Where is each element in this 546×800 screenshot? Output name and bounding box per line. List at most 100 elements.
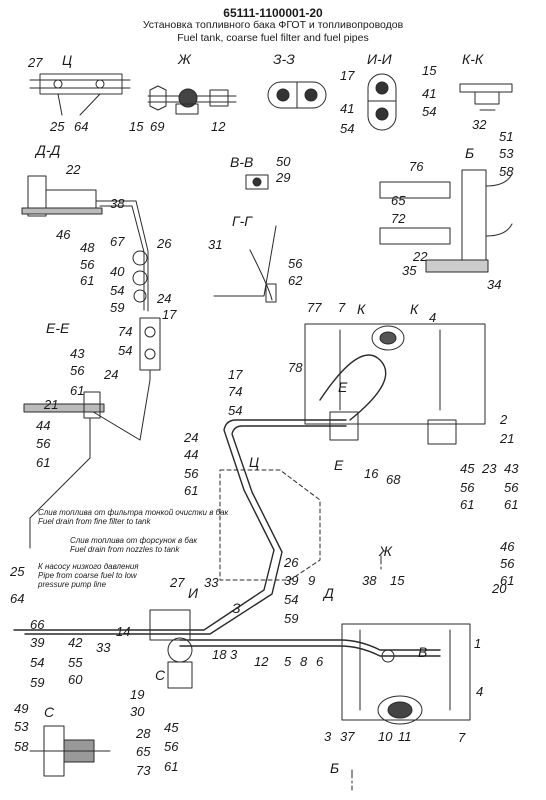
section-mark-d: Д-Д <box>36 142 61 158</box>
position-label: 1 <box>474 636 482 651</box>
position-label: 26 <box>157 236 172 251</box>
position-label: 33 <box>96 640 111 655</box>
position-label: 38 <box>362 573 377 588</box>
position-label: 54 <box>340 121 355 136</box>
position-label: 56 <box>504 480 519 495</box>
position-label: 14 <box>116 624 131 639</box>
position-label: 32 <box>472 117 487 132</box>
drawing-title: 65111-1100001-20 <box>223 6 323 20</box>
section-e-view <box>23 317 161 549</box>
position-label: 29 <box>276 170 291 185</box>
position-label: 33 <box>204 575 219 590</box>
section-mark-e-bottom: Е <box>334 457 344 473</box>
position-label: 17 <box>162 307 177 322</box>
section-g-view <box>213 225 277 303</box>
position-label: 5 <box>284 654 292 669</box>
position-label: 10 <box>378 729 393 744</box>
position-label: 44 <box>36 418 51 433</box>
note-inj-en: Fuel drain from nozzles to tank <box>70 545 180 555</box>
position-label: 67 <box>110 234 125 249</box>
position-label: 56 <box>70 363 85 378</box>
position-label: 4 <box>476 684 484 699</box>
position-label: 59 <box>110 300 125 315</box>
position-label: 56 <box>36 436 51 451</box>
position-label: 74 <box>228 384 243 399</box>
section-mark-s-main: С <box>155 667 166 683</box>
position-label: 24 <box>104 367 119 382</box>
position-label: 73 <box>136 763 151 778</box>
position-label: 78 <box>288 360 303 375</box>
position-label: 21 <box>44 397 59 412</box>
fuel-pipe-run <box>13 354 441 657</box>
fuel-tank-lower <box>341 623 471 725</box>
position-label: 26 <box>284 555 299 570</box>
drawing-subtitle-en: Fuel tank, coarse fuel filter and fuel p… <box>177 32 369 44</box>
section-mark-e: Е-Е <box>46 320 70 336</box>
position-label: 40 <box>110 264 125 279</box>
position-label: 56 <box>460 480 475 495</box>
position-label: 49 <box>14 701 29 716</box>
section-cut-lines <box>351 555 382 791</box>
section-mark-c-main: Ц <box>249 454 260 470</box>
position-label: 22 <box>66 162 81 177</box>
section-mark-v-main: В <box>418 644 428 660</box>
position-label: 54 <box>110 283 125 298</box>
position-label: 56 <box>80 257 95 272</box>
section-mark-i: И-И <box>367 51 392 67</box>
position-label: 51 <box>499 129 514 144</box>
position-label: 64 <box>10 591 25 606</box>
position-label: 2 <box>500 412 508 427</box>
position-label: 55 <box>68 655 83 670</box>
position-label: 35 <box>402 263 417 278</box>
position-label: 21 <box>500 431 515 446</box>
position-label: 45 <box>460 461 475 476</box>
section-s-view <box>29 725 111 777</box>
view-mark-b: Б <box>465 145 475 161</box>
position-label: 7 <box>458 730 466 745</box>
position-label: 46 <box>56 227 71 242</box>
position-label: 61 <box>184 483 199 498</box>
position-label: 7 <box>338 300 346 315</box>
note-injector-drain: Слив топлива от форсунок в бак Fuel drai… <box>70 536 197 554</box>
section-mark-d-main: Д <box>324 585 334 601</box>
section-z-view <box>267 81 327 109</box>
position-label: 56 <box>164 739 179 754</box>
position-label: 42 <box>68 635 83 650</box>
position-label: 15 <box>129 119 144 134</box>
note-low-en1: Pipe from coarse fuel to low <box>38 571 137 581</box>
note-inj-ru: Слив топлива от форсунок в бак <box>70 536 198 545</box>
view-mark-k1: К <box>357 301 366 317</box>
position-label: 61 <box>70 383 85 398</box>
position-label: 48 <box>80 240 95 255</box>
fuel-tank-upper <box>304 323 486 445</box>
position-label: 19 <box>130 687 145 702</box>
position-label: 28 <box>136 726 151 741</box>
position-label: 74 <box>118 324 133 339</box>
position-label: 37 <box>340 729 355 744</box>
section-mark-i-main: И <box>188 585 199 601</box>
position-label: 25 <box>50 119 65 134</box>
position-label: 77 <box>307 300 322 315</box>
position-label: 64 <box>74 119 89 134</box>
position-label: 69 <box>150 119 165 134</box>
position-label: 54 <box>30 655 45 670</box>
position-label: 58 <box>14 739 29 754</box>
position-label: 54 <box>284 592 299 607</box>
section-d-view <box>21 175 149 312</box>
coarse-filter <box>149 609 193 689</box>
position-label: 53 <box>14 719 29 734</box>
position-label: 22 <box>413 249 428 264</box>
position-label: 59 <box>30 675 45 690</box>
position-label: 9 <box>308 573 316 588</box>
position-label: 66 <box>30 617 45 632</box>
section-mark-z-main: З <box>232 600 241 616</box>
position-label: 65 <box>136 744 151 759</box>
note-low-ru: К насосу низкого давления <box>38 562 139 571</box>
position-label: 23 <box>482 461 497 476</box>
position-label: 8 <box>300 654 308 669</box>
position-label: 20 <box>492 581 507 596</box>
position-label: 39 <box>284 573 299 588</box>
position-label: 27 <box>28 55 43 70</box>
section-zh-view <box>147 85 237 115</box>
